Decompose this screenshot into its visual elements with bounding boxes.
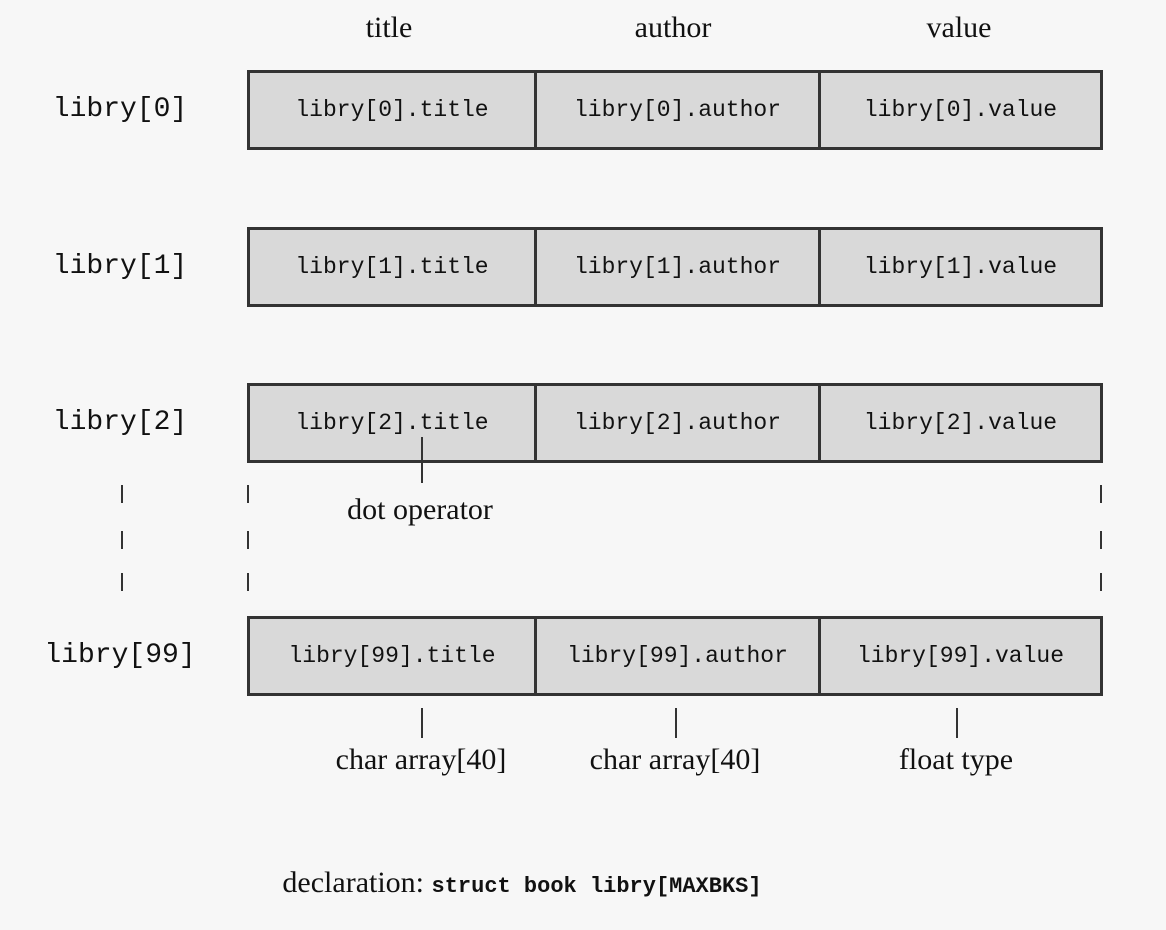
value-type-label: float type bbox=[898, 743, 1014, 776]
column-header-title: title bbox=[365, 11, 413, 44]
cell-title-1: libry[1].title bbox=[295, 254, 489, 280]
continuation-dash bbox=[121, 531, 123, 549]
row-label-99: libry[99] bbox=[44, 640, 196, 671]
cell-value-99: libry[99].value bbox=[818, 619, 1100, 693]
cell-value-1: libry[1].value bbox=[818, 230, 1100, 304]
continuation-dash bbox=[1100, 531, 1102, 549]
cell-value-2: libry[2].value bbox=[818, 386, 1100, 460]
cell-value-0: libry[0].value bbox=[818, 73, 1100, 147]
dot-operator-pointer bbox=[421, 437, 423, 483]
declaration: declaration: struct book libry[MAXBKS] bbox=[0, 862, 1044, 904]
cell-title-2: libry[2].title bbox=[295, 410, 489, 436]
cell-author-99: libry[99].author bbox=[534, 619, 818, 693]
row-label-2: libry[2] bbox=[52, 407, 188, 438]
value-type-pointer bbox=[956, 708, 958, 738]
continuation-dash bbox=[247, 485, 249, 503]
column-header-author: author bbox=[634, 11, 712, 44]
struct-row-1: libry[1].title libry[1].author libry[1].… bbox=[247, 227, 1103, 307]
author-type-label: char array[40] bbox=[589, 743, 761, 776]
cell-author-0: libry[0].author bbox=[534, 73, 818, 147]
cell-author-1: libry[1].author bbox=[534, 230, 818, 304]
struct-row-99: libry[99].title libry[99].author libry[9… bbox=[247, 616, 1103, 696]
continuation-dash bbox=[1100, 485, 1102, 503]
cell-author-2: libry[2].author bbox=[534, 386, 818, 460]
continuation-dash bbox=[121, 573, 123, 591]
continuation-dash bbox=[121, 485, 123, 503]
row-label-1: libry[1] bbox=[52, 251, 188, 282]
column-header-value: value bbox=[926, 11, 992, 44]
declaration-prefix: declaration: bbox=[282, 866, 425, 899]
continuation-dash bbox=[1100, 573, 1102, 591]
row-label-0: libry[0] bbox=[52, 94, 188, 125]
struct-row-0: libry[0].title libry[0].author libry[0].… bbox=[247, 70, 1103, 150]
struct-row-2: libry[2].title libry[2].author libry[2].… bbox=[247, 383, 1103, 463]
title-type-label: char array[40] bbox=[335, 743, 507, 776]
author-type-pointer bbox=[675, 708, 677, 738]
continuation-dash bbox=[247, 531, 249, 549]
dot-operator-label: dot operator bbox=[347, 493, 493, 526]
cell-title-99: libry[99].title bbox=[288, 643, 496, 669]
title-type-pointer bbox=[421, 708, 423, 738]
cell-title-0: libry[0].title bbox=[295, 97, 489, 123]
continuation-dash bbox=[247, 573, 249, 591]
declaration-code: struct book libry[MAXBKS] bbox=[431, 874, 762, 899]
